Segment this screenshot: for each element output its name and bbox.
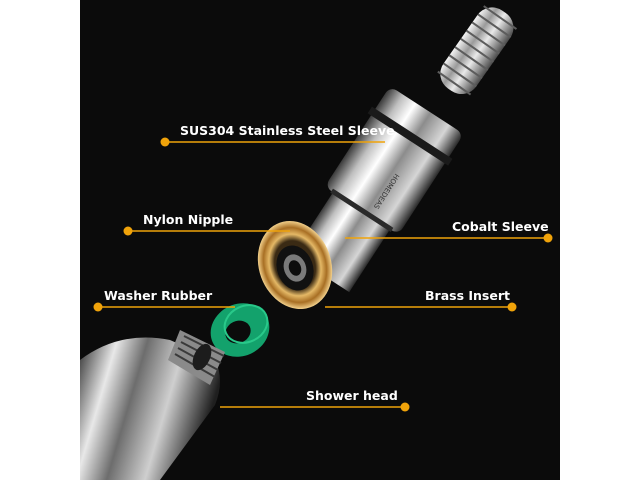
callout-cobalt: Cobalt Sleeve bbox=[345, 219, 553, 243]
callout-label-cobalt: Cobalt Sleeve bbox=[452, 219, 549, 234]
callouts: SUS304 Stainless Steel Sleeve Nylon Nipp… bbox=[93, 123, 553, 412]
callout-washer: Washer Rubber bbox=[93, 288, 235, 312]
stainless-steel-sleeve bbox=[327, 89, 461, 232]
callout-head: Shower head bbox=[220, 388, 410, 412]
callout-label-brass: Brass Insert bbox=[425, 288, 510, 303]
callout-nylon: Nylon Nipple bbox=[123, 212, 290, 236]
callout-sleeve: SUS304 Stainless Steel Sleeve bbox=[160, 123, 395, 147]
callout-brass: Brass Insert bbox=[325, 288, 517, 312]
washer-rubber bbox=[210, 303, 270, 357]
brass-insert bbox=[257, 220, 333, 310]
callout-label-head: Shower head bbox=[306, 388, 398, 403]
callout-label-sleeve: SUS304 Stainless Steel Sleeve bbox=[180, 123, 395, 138]
callout-label-washer: Washer Rubber bbox=[104, 288, 213, 303]
shower-head bbox=[80, 330, 225, 480]
callout-label-nylon: Nylon Nipple bbox=[143, 212, 233, 227]
metal-hose bbox=[437, 5, 518, 96]
